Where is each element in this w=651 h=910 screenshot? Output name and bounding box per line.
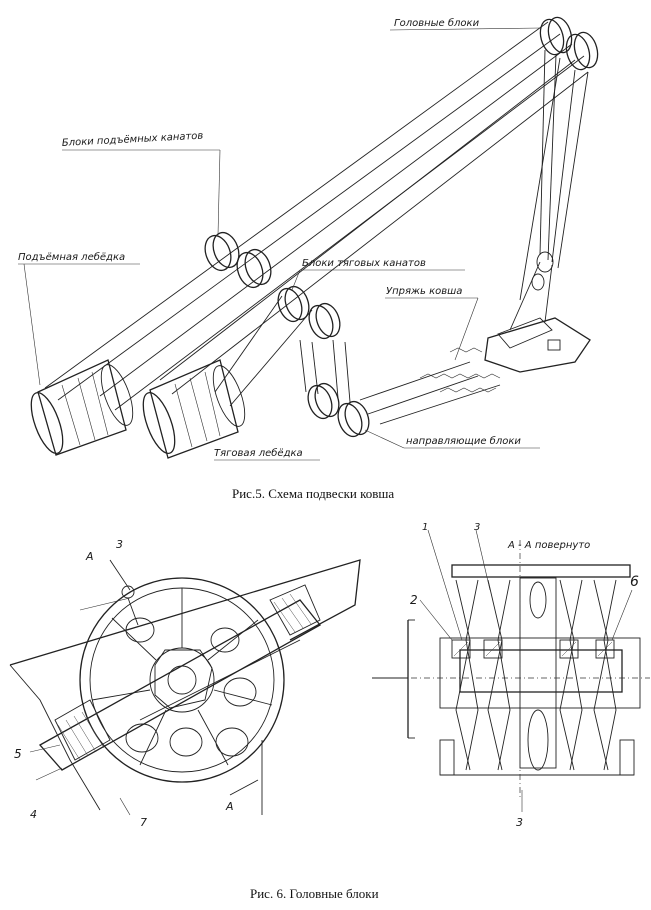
- right-label-3-bottom: 3: [516, 816, 523, 829]
- right-label-2: 2: [410, 593, 418, 607]
- right-label-6: 6: [630, 574, 639, 590]
- section-bearings: [451, 639, 615, 659]
- traction-rope-blocks: [277, 285, 351, 403]
- wheel-holes: [125, 617, 257, 757]
- figure-5-caption: Рис.5. Схема подвески ковша: [232, 486, 394, 501]
- label-bucket-control: Упряжь ковша: [386, 286, 462, 297]
- right-label-3-top: 3: [474, 522, 480, 533]
- label-head-blocks: Головные блоки: [394, 17, 480, 29]
- figure-5-bucket-suspension: Головные блоки Блоки подъёмных канатов П…: [18, 16, 599, 501]
- right-label-1: 1: [422, 522, 428, 533]
- left-label-3: 3: [116, 538, 123, 551]
- left-label-5: 5: [14, 747, 22, 761]
- lift-winch-drum: [30, 359, 134, 456]
- left-label-a-top: А: [85, 550, 94, 563]
- section-sheaves: [455, 577, 617, 771]
- bucket: [419, 251, 591, 393]
- head-blocks: [519, 16, 599, 301]
- left-label-a-bottom: А: [225, 800, 234, 813]
- traction-winch-drum: [142, 359, 246, 459]
- left-label-4: 4: [30, 808, 37, 821]
- section-label-a-a: А - А повернуто: [507, 540, 590, 551]
- wheel-spokes: [91, 588, 273, 766]
- lift-rope-blocks: [204, 231, 272, 289]
- left-label-7: 7: [140, 816, 147, 829]
- guide-blocks: [307, 361, 501, 438]
- label-lift-rope-blocks: Блоки подъёмных канатов: [62, 131, 204, 149]
- label-traction-rope-blocks: Блоки тяговых канатов: [302, 258, 426, 269]
- figure-6-section-a-a: А - А повернуто 1 3 2 6 3: [372, 522, 650, 829]
- label-guide-blocks: направляющие блоки: [406, 435, 521, 447]
- label-traction-winch: Тяговая лебёдка: [214, 447, 303, 459]
- lift-ropes: [44, 21, 589, 411]
- label-lift-winch: Подъёмная лебёдка: [18, 251, 125, 263]
- label-leaders: [18, 27, 541, 461]
- figure-6-caption: Рис. 6. Головные блоки: [250, 886, 379, 901]
- figure-6-head-block-side-view: 3 А 5 4 7 А: [9, 538, 361, 829]
